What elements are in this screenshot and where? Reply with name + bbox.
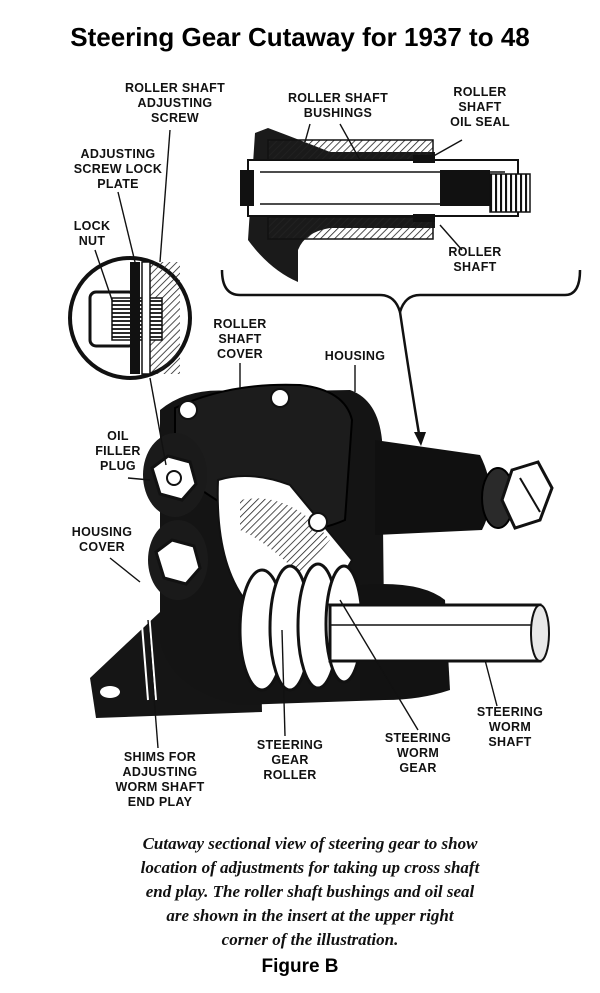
svg-text:GEAR: GEAR — [399, 761, 436, 775]
caption-line: end play. The roller shaft bushings and … — [145, 882, 475, 901]
svg-text:ROLLER SHAFT: ROLLER SHAFT — [125, 81, 225, 95]
svg-text:ROLLER SHAFT: ROLLER SHAFT — [288, 91, 388, 105]
svg-text:FILLER: FILLER — [95, 444, 141, 458]
svg-text:HOUSING: HOUSING — [72, 525, 132, 539]
svg-text:ADJUSTING: ADJUSTING — [123, 765, 198, 779]
label-roller-shaft-cover: ROLLER SHAFT COVER — [213, 317, 266, 361]
svg-text:COVER: COVER — [79, 540, 125, 554]
svg-text:SHAFT: SHAFT — [458, 100, 501, 114]
svg-text:ROLLER: ROLLER — [263, 768, 316, 782]
label-housing-cover: HOUSING COVER — [72, 525, 132, 554]
label-roller-shaft-adjusting-screw: ROLLER SHAFT ADJUSTING SCREW — [125, 81, 225, 125]
leader-lines — [94, 123, 498, 749]
svg-text:LOCK: LOCK — [74, 219, 111, 233]
label-housing: HOUSING — [325, 349, 385, 363]
svg-text:SHAFT: SHAFT — [453, 260, 496, 274]
svg-text:STEERING: STEERING — [257, 738, 323, 752]
label-roller-shaft-bushings: ROLLER SHAFT BUSHINGS — [288, 91, 388, 120]
svg-text:COVER: COVER — [217, 347, 263, 361]
gear-assembly — [90, 383, 554, 718]
insert-arrow-head — [414, 432, 426, 446]
figure-label: Figure B — [261, 956, 339, 977]
svg-text:SHAFT: SHAFT — [218, 332, 261, 346]
svg-text:ADJUSTING: ADJUSTING — [81, 147, 156, 161]
label-steering-worm-gear: STEERING WORM GEAR — [385, 731, 451, 775]
svg-text:HOUSING: HOUSING — [325, 349, 385, 363]
svg-text:GEAR: GEAR — [271, 753, 308, 767]
caption-line: are shown in the insert at the upper rig… — [166, 906, 454, 925]
svg-text:PLATE: PLATE — [97, 177, 139, 191]
svg-text:ROLLER: ROLLER — [213, 317, 266, 331]
svg-text:SCREW LOCK: SCREW LOCK — [74, 162, 162, 176]
svg-text:OIL: OIL — [107, 429, 129, 443]
svg-text:SHIMS FOR: SHIMS FOR — [124, 750, 196, 764]
svg-text:BUSHINGS: BUSHINGS — [304, 106, 372, 120]
roller-shaft-insert — [240, 128, 531, 282]
label-roller-shaft: ROLLER SHAFT — [448, 245, 501, 274]
svg-text:PLUG: PLUG — [100, 459, 136, 473]
svg-text:OIL SEAL: OIL SEAL — [450, 115, 510, 129]
svg-text:ROLLER: ROLLER — [453, 85, 506, 99]
svg-text:STEERING: STEERING — [477, 705, 543, 719]
label-roller-shaft-oil-seal: ROLLER SHAFT OIL SEAL — [450, 85, 510, 129]
svg-text:SHAFT: SHAFT — [488, 735, 531, 749]
svg-text:ADJUSTING: ADJUSTING — [138, 96, 213, 110]
label-lock-nut: LOCK NUT — [74, 219, 111, 248]
insert-arrow-line — [398, 311, 422, 441]
label-steering-gear-roller: STEERING GEAR ROLLER — [257, 738, 323, 782]
caption-line: Cutaway sectional view of steering gear … — [142, 834, 478, 853]
adjusting-screw-inset — [68, 256, 192, 380]
svg-text:END PLAY: END PLAY — [128, 795, 193, 809]
page-title: Steering Gear Cutaway for 1937 to 48 — [70, 22, 530, 52]
svg-text:STEERING: STEERING — [385, 731, 451, 745]
label-oil-filler-plug: OIL FILLER PLUG — [95, 429, 141, 473]
svg-text:WORM: WORM — [397, 746, 439, 760]
svg-text:ROLLER: ROLLER — [448, 245, 501, 259]
caption-line: corner of the illustration. — [221, 930, 399, 949]
svg-text:SCREW: SCREW — [151, 111, 199, 125]
svg-text:WORM: WORM — [489, 720, 531, 734]
insert-bracket — [220, 269, 582, 317]
svg-text:NUT: NUT — [79, 234, 106, 248]
label-steering-worm-shaft: STEERING WORM SHAFT — [477, 705, 543, 749]
caption-line: location of adjustments for taking up cr… — [140, 858, 480, 877]
label-adjusting-screw-lock-plate: ADJUSTING SCREW LOCK PLATE — [74, 147, 162, 191]
figure-caption: Cutaway sectional view of steering gear … — [40, 832, 580, 952]
label-shims: SHIMS FOR ADJUSTING WORM SHAFT END PLAY — [115, 750, 204, 809]
svg-text:WORM SHAFT: WORM SHAFT — [115, 780, 204, 794]
